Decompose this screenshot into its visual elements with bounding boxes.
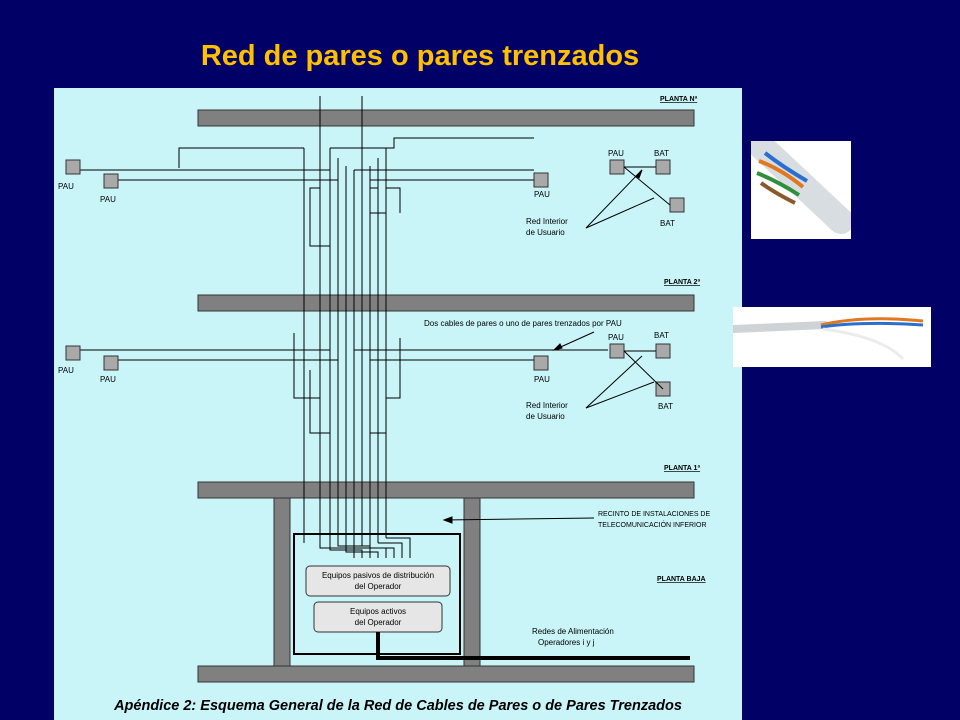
floor-label-second: PLANTA 2ª [664,279,700,286]
passive-equipment-label: Equipos pasivos de distribución [322,571,434,580]
cable-photo-strand [733,307,931,367]
diagram-svg: PLANTA Nª PLANTA 2ª PLANTA 1ª PLANTA BAJ… [58,96,710,714]
pau-label: PAU [100,195,116,204]
column-right [463,497,481,667]
bat-label: BAT [658,402,673,411]
feeder-cable [376,632,690,660]
red-interior-label: de Usuario [526,412,565,421]
feeder-label: Redes de Alimentación [532,627,614,636]
pau-label: PAU [534,190,550,199]
user-links [623,166,671,390]
floor-beam-first [197,481,695,499]
recinto-label: RECINTO DE INSTALACIONES DE [598,511,710,518]
network-diagram: PLANTA Nª PLANTA 2ª PLANTA 1ª PLANTA BAJ… [54,88,742,720]
passive-equipment-box [305,565,451,597]
bat-label: BAT [654,149,669,158]
bat-label: BAT [660,219,675,228]
slide-title: Red de pares o pares trenzados [200,40,640,72]
floor-beam-ground [197,665,695,683]
pau-label: PAU [58,182,74,191]
diagram-caption: Apéndice 2: Esquema General de la Red de… [113,698,682,714]
floor-label-ground: PLANTA BAJA [657,576,706,583]
floor-beam-second [197,294,695,312]
passive-equipment-label: del Operador [355,582,402,591]
two-cables-label: Dos cables de pares o uno de pares trenz… [424,319,622,328]
pau-label: PAU [100,375,116,384]
floor-beam-top [197,109,695,127]
column-left [273,497,291,667]
recinto-label: TELECOMUNICACIÓN INFERIOR [598,520,707,529]
pau-label: PAU [534,375,550,384]
active-equipment-label: Equipos activos [350,607,406,616]
pau-label: PAU [58,366,74,375]
annotation-arrows [442,169,655,524]
terminal-boxes [65,159,685,397]
floor-label-first: PLANTA 1ª [664,465,700,472]
bat-label: BAT [654,331,669,340]
pau-label: PAU [608,333,624,342]
floor-label-top: PLANTA Nª [660,96,698,103]
feeder-label: Operadores i y j [538,638,595,647]
active-equipment-label: del Operador [355,618,402,627]
pau-label: PAU [608,149,624,158]
riser-cables [76,96,608,558]
red-interior-label: Red Interior [526,217,568,226]
red-interior-label: de Usuario [526,228,565,237]
cable-photo-bundle [751,141,851,239]
red-interior-label: Red Interior [526,401,568,410]
